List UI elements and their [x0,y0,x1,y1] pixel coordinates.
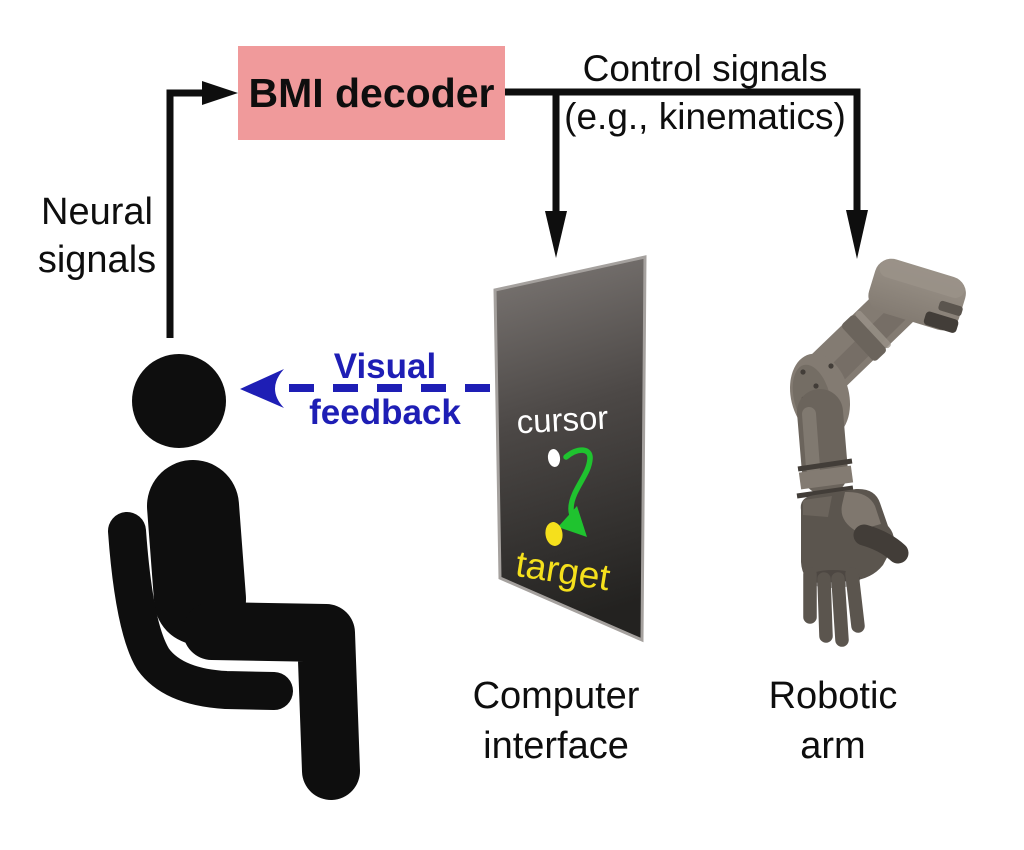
robot-forearm [797,389,848,495]
robot-shoulder [868,258,966,333]
cursor-trajectory-arrow [558,447,593,537]
computer-interface-caption: Computer interface [472,675,640,768]
robotic-arm-caption: Robotic arm [768,675,898,768]
person-head [132,354,226,448]
bmi-decoder-box: BMI decoder [238,46,505,140]
bmi-decoder-label: BMI decoder [248,69,495,116]
robotic-arm-icon [790,258,966,647]
chair-back [108,512,293,710]
cursor-label: cursor [516,399,610,441]
neural-signal-arrow [166,81,238,338]
control-signal-arrows [504,88,868,259]
control-signals-label: Control signals (e.g., kinematics) [564,48,846,138]
cursor-dot [547,449,561,467]
screen-panel [493,255,647,643]
arrowhead-down-right-icon [846,210,868,259]
visual-feedback-dashed-arrow [240,369,491,408]
robot-hand [800,488,909,647]
person-leg [183,602,360,800]
arrowhead-right-icon [202,81,238,105]
neural-signals-label: Neural signals [37,191,157,281]
robot-fingers [803,567,865,647]
target-dot [545,522,563,546]
visual-feedback-label: Visual feedback [309,347,461,433]
arrowhead-green-icon [558,506,587,537]
arrowhead-down-left-icon [545,211,567,258]
robot-wrist [796,458,854,499]
robot-thumb [853,524,909,564]
computer-screen-icon: cursor target [493,255,647,643]
person-torso [147,460,246,645]
arrowhead-left-icon [240,369,284,408]
seated-person-icon [108,354,360,800]
